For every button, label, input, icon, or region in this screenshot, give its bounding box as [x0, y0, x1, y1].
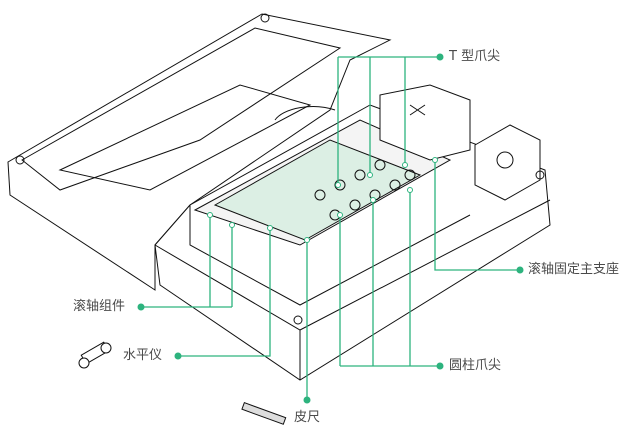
leader-lines	[141, 56, 520, 400]
main-support	[379, 84, 471, 161]
label-roller-assembly: 滚轴组件	[73, 299, 126, 314]
label-tape: 皮尺	[294, 410, 321, 425]
case-drawing	[7, 13, 551, 381]
roller-rail	[213, 139, 422, 241]
rollers	[314, 159, 416, 221]
case-lid	[7, 13, 392, 291]
tape-measure-icon	[241, 402, 287, 425]
leader-level	[178, 228, 271, 357]
level-icon	[78, 341, 112, 369]
leader-roller-base	[434, 160, 520, 271]
case-base	[154, 104, 551, 381]
label-t-claw: T 型爪尖	[449, 49, 501, 64]
label-level: 水平仪	[123, 348, 163, 363]
label-cylinder-claw: 圆柱爪尖	[449, 358, 502, 373]
label-roller-base: 滚轴固定主支座	[528, 262, 620, 277]
leader-dots	[137, 53, 524, 404]
leader-roller-assembly	[141, 215, 233, 308]
leader-t-claw	[337, 56, 440, 185]
leader-cylinder-claw	[339, 190, 440, 367]
